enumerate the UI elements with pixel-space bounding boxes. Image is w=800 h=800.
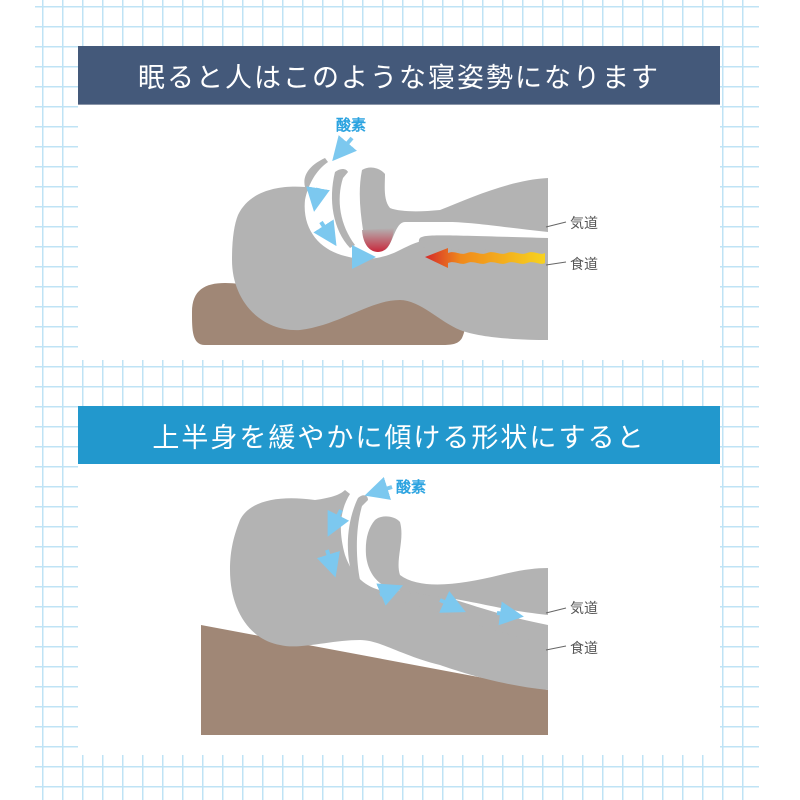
oxygen-flow-arrows <box>316 476 524 626</box>
section1-title: 眠ると人はこのような寝姿勢になります <box>78 46 720 105</box>
oxygen-flow-arrows <box>306 135 376 269</box>
head-body-shape <box>230 490 548 690</box>
face-shape <box>359 167 548 251</box>
oxygen-label-1: 酸素 <box>336 116 367 134</box>
reflux-arrow <box>425 248 545 268</box>
oxygen-label-2: 酸素 <box>396 478 427 496</box>
section2-title: 上半身を緩やかに傾ける形状にすると <box>78 406 720 464</box>
head-body-shape <box>232 158 548 340</box>
airway-label-2: 気道 <box>570 601 598 617</box>
esophagus-label-2: 食道 <box>570 641 598 657</box>
face-shape <box>365 516 548 615</box>
esophagus-label-1: 食道 <box>570 257 598 273</box>
palate-shape <box>331 169 355 248</box>
palate-shape <box>347 495 368 582</box>
airway-label-1: 気道 <box>570 216 598 232</box>
wedge-pillow-shape <box>201 625 548 735</box>
